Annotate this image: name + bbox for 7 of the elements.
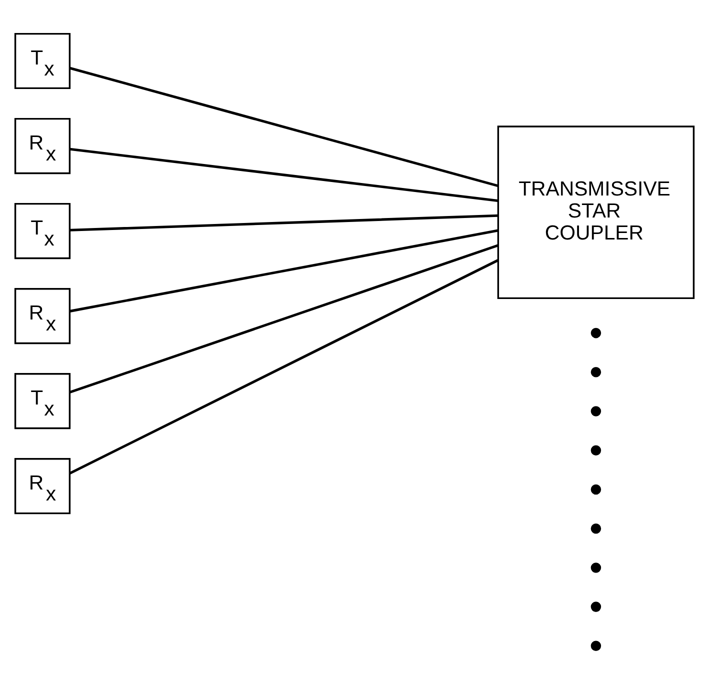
node-box: TRANSMISSIVE STAR COUPLER bbox=[497, 126, 695, 300]
connector bbox=[70, 244, 498, 394]
connector bbox=[70, 229, 498, 312]
connector bbox=[70, 66, 498, 188]
connector bbox=[69, 259, 498, 474]
connector bbox=[70, 214, 498, 232]
connector bbox=[70, 148, 498, 202]
